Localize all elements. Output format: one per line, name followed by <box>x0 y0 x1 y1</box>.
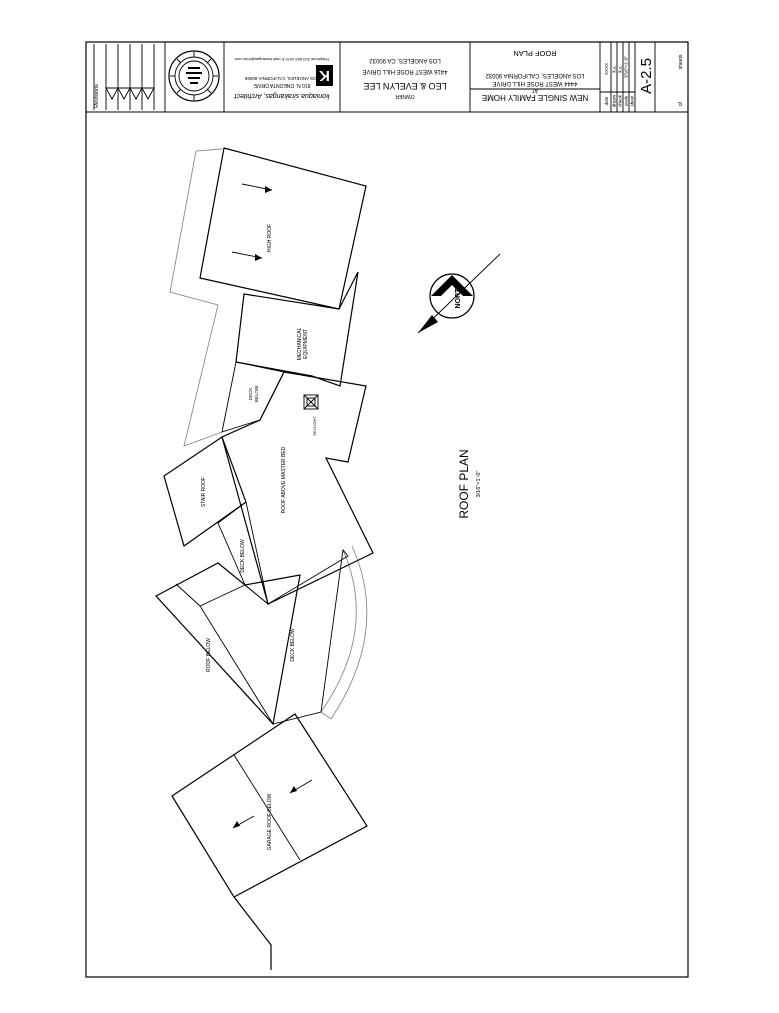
deck-label-b: BELOW <box>254 385 259 402</box>
project-cell: NEW SINGLE FAMILY HOME AT 4444 WEST ROSE… <box>482 49 588 102</box>
architect-address: 810 N. ONEONTA DRIVE <box>253 82 311 88</box>
drawn-label: drawn <box>612 94 617 107</box>
lower-level-outline <box>169 148 223 447</box>
deck-below-middle-label: DECK BELOW <box>240 539 246 573</box>
deck-below-large <box>199 548 349 725</box>
revisions-cell: Revisions <box>93 44 155 110</box>
slope-arrow <box>241 183 273 193</box>
scale-label: scale <box>624 95 629 106</box>
architect-city: LOS ANGELES, CALIFORNIA 90065 <box>244 76 319 81</box>
owner-address: 4416 WEST ROSE HILL DRIVE <box>362 68 447 74</box>
roof-plan: HIGH ROOF MECHANICAL EQUIPMENT DECK BELO… <box>155 147 374 970</box>
project-city: LOS ANGELES, CALIFORNIA 90032 <box>485 72 585 78</box>
skylight <box>303 394 319 410</box>
architect-logo <box>316 65 333 86</box>
owner-caption: OWNER <box>395 93 415 99</box>
sheet-border <box>85 41 689 978</box>
roof-below <box>155 562 301 726</box>
of-label: of <box>678 101 684 106</box>
garage-roof-label: GARAGE ROOF BELOW <box>267 793 273 850</box>
north-label: NORTH <box>455 284 462 309</box>
architect-contact: Telephone 323 663 4470 E mail ksirangas@… <box>234 57 329 62</box>
high-roof-label: HIGH ROOF <box>267 224 273 252</box>
garage-roof <box>171 713 368 898</box>
scale-value: 3/16"=1'-0" <box>624 56 629 78</box>
drawn-value: k.s. <box>612 65 617 72</box>
master-roof-label: ROOF ABOVE MASTER BED <box>281 446 287 513</box>
slope-arrow <box>232 815 255 829</box>
info-cell: date XXXX drawn k.s. check k.s. scale 3/… <box>600 42 684 112</box>
equipment-label: EQUIPMENT <box>303 329 309 359</box>
project-address: 4444 WEST ROSE HILL DRIVE <box>492 80 577 86</box>
slope-arrow <box>231 251 263 261</box>
high-roof <box>199 147 367 310</box>
skylight-label: SKYLIGHT <box>312 416 317 436</box>
slope-arrow <box>289 779 313 794</box>
owner-city: LOS ANGELES, CA 90032 <box>369 57 441 63</box>
sheet-label: sheet <box>630 95 635 107</box>
sheet-title: ROOF PLAN <box>513 49 556 58</box>
architect-cell: koniaqua sirakangas, Architect 810 N. ON… <box>233 57 329 99</box>
drawing-title: ROOF PLAN <box>457 449 471 518</box>
mechanical-label: MECHANICAL <box>297 327 303 360</box>
sheets-label: sheets <box>678 54 684 69</box>
north-arrow: NORTH <box>417 253 501 334</box>
deck-below-large-label: DECK BELOW <box>290 628 296 662</box>
master-bed-roof <box>221 371 374 605</box>
architect-seal <box>168 50 220 102</box>
revisions-label: Revisions <box>94 84 100 108</box>
date-value: XXXX <box>604 63 609 75</box>
stair-roof-label: STAIR ROOF <box>201 477 207 507</box>
date-label: date <box>604 96 609 105</box>
property-line <box>233 896 272 970</box>
check-value: k.s. <box>618 65 623 72</box>
owner-name: LEO & EVELYN LEE <box>363 81 446 91</box>
deck-arc-outer <box>320 549 357 713</box>
owner-cell: OWNER LEO & EVELYN LEE 4416 WEST ROSE HI… <box>362 57 447 99</box>
check-label: check <box>618 94 623 107</box>
architect-logo-letter: K <box>319 67 330 84</box>
deck-below-upper <box>221 361 285 433</box>
revision-triangles <box>105 87 155 100</box>
deck-label-a: DECK <box>248 388 253 401</box>
drawing-scale: 3/16"=1'-0" <box>476 471 482 498</box>
deck-arc-inner <box>330 545 368 720</box>
sheet-number: A-2.5 <box>638 58 655 94</box>
title-block: Revisions koniaqua sirakangas, Architect <box>93 42 684 112</box>
project-at: AT <box>532 87 538 93</box>
architect-name: koniaqua sirakangas, Architect <box>233 92 329 99</box>
project-name: NEW SINGLE FAMILY HOME <box>482 93 588 102</box>
roof-below-label: ROOF BELOW <box>206 638 212 672</box>
drawing-title-block: ROOF PLAN 3/16"=1'-0" <box>457 449 482 518</box>
